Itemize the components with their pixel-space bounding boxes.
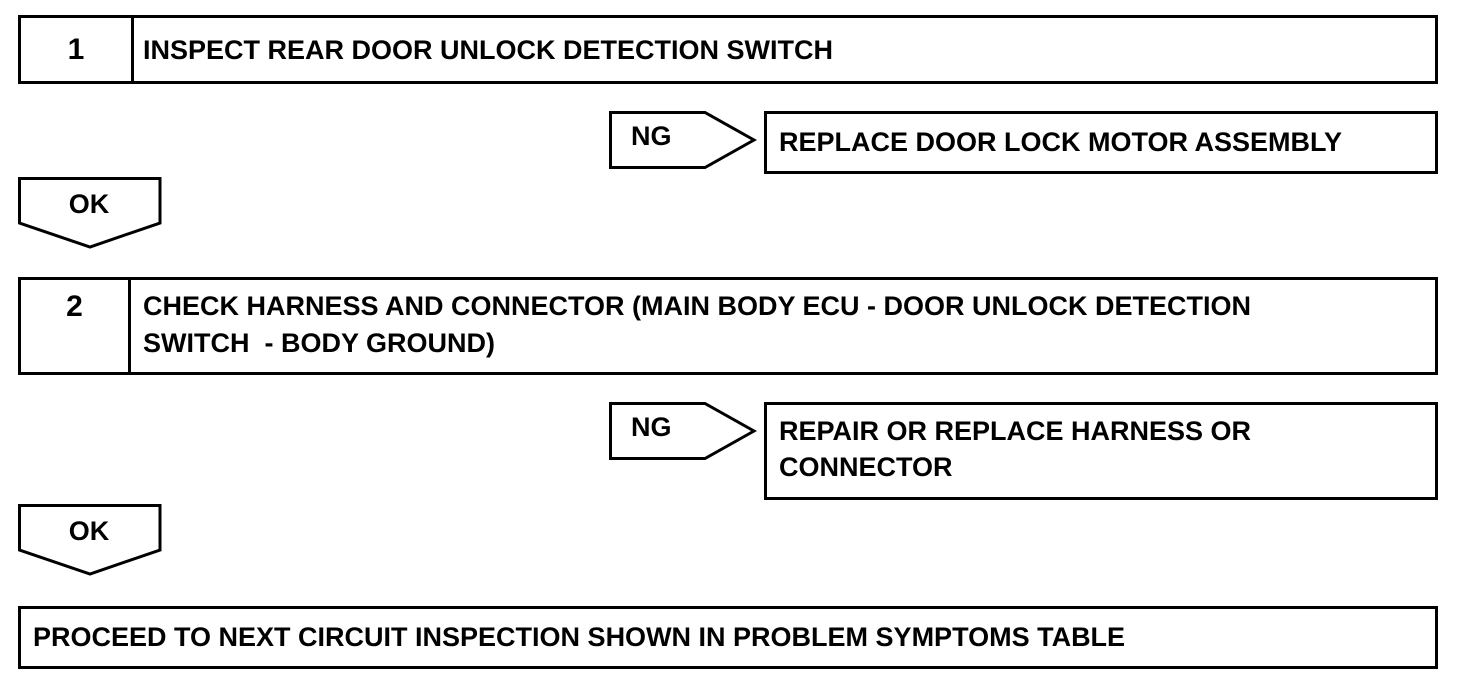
ng-2-result-text-line-1: REPAIR OR REPLACE HARNESS OR (779, 416, 1252, 446)
step-1-number: 1 (21, 18, 134, 81)
ng-arrow-shape-icon (609, 402, 757, 460)
step-2-number: 2 (21, 280, 131, 372)
step-1-text: INSPECT REAR DOOR UNLOCK DETECTION SWITC… (143, 35, 834, 65)
final-step-text: PROCEED TO NEXT CIRCUIT INSPECTION SHOWN… (33, 622, 1126, 652)
ng-1-arrow: NG (609, 111, 757, 169)
ok-arrow-shape-icon (18, 504, 162, 576)
ng-1-result-text: REPLACE DOOR LOCK MOTOR ASSEMBLY (779, 127, 1343, 157)
step-2-text-line-2: SWITCH - BODY GROUND) (143, 328, 495, 358)
step-2-text-line-1: CHECK HARNESS AND CONNECTOR (MAIN BODY E… (143, 291, 1252, 321)
ng-2-arrow: NG (609, 402, 757, 460)
ok-1-arrow: OK (18, 177, 164, 249)
ng-2-result-text-line-2: CONNECTOR (779, 452, 953, 482)
ng-1-result-box: REPLACE DOOR LOCK MOTOR ASSEMBLY (764, 111, 1438, 174)
ok-2-arrow: OK (18, 504, 164, 576)
ok-arrow-shape-icon (18, 177, 162, 249)
final-step-box: PROCEED TO NEXT CIRCUIT INSPECTION SHOWN… (18, 606, 1438, 669)
ng-2-result-box: REPAIR OR REPLACE HARNESS OR CONNECTOR (764, 402, 1438, 500)
ng-2-label: NG (631, 412, 672, 442)
ok-1-label: OK (68, 189, 110, 219)
ng-1-label: NG (631, 121, 672, 151)
step-1-box: 1 INSPECT REAR DOOR UNLOCK DETECTION SWI… (18, 15, 1438, 84)
ok-2-label: OK (68, 516, 110, 546)
ng-arrow-shape-icon (609, 111, 757, 169)
step-2-box: 2 CHECK HARNESS AND CONNECTOR (MAIN BODY… (18, 277, 1438, 375)
